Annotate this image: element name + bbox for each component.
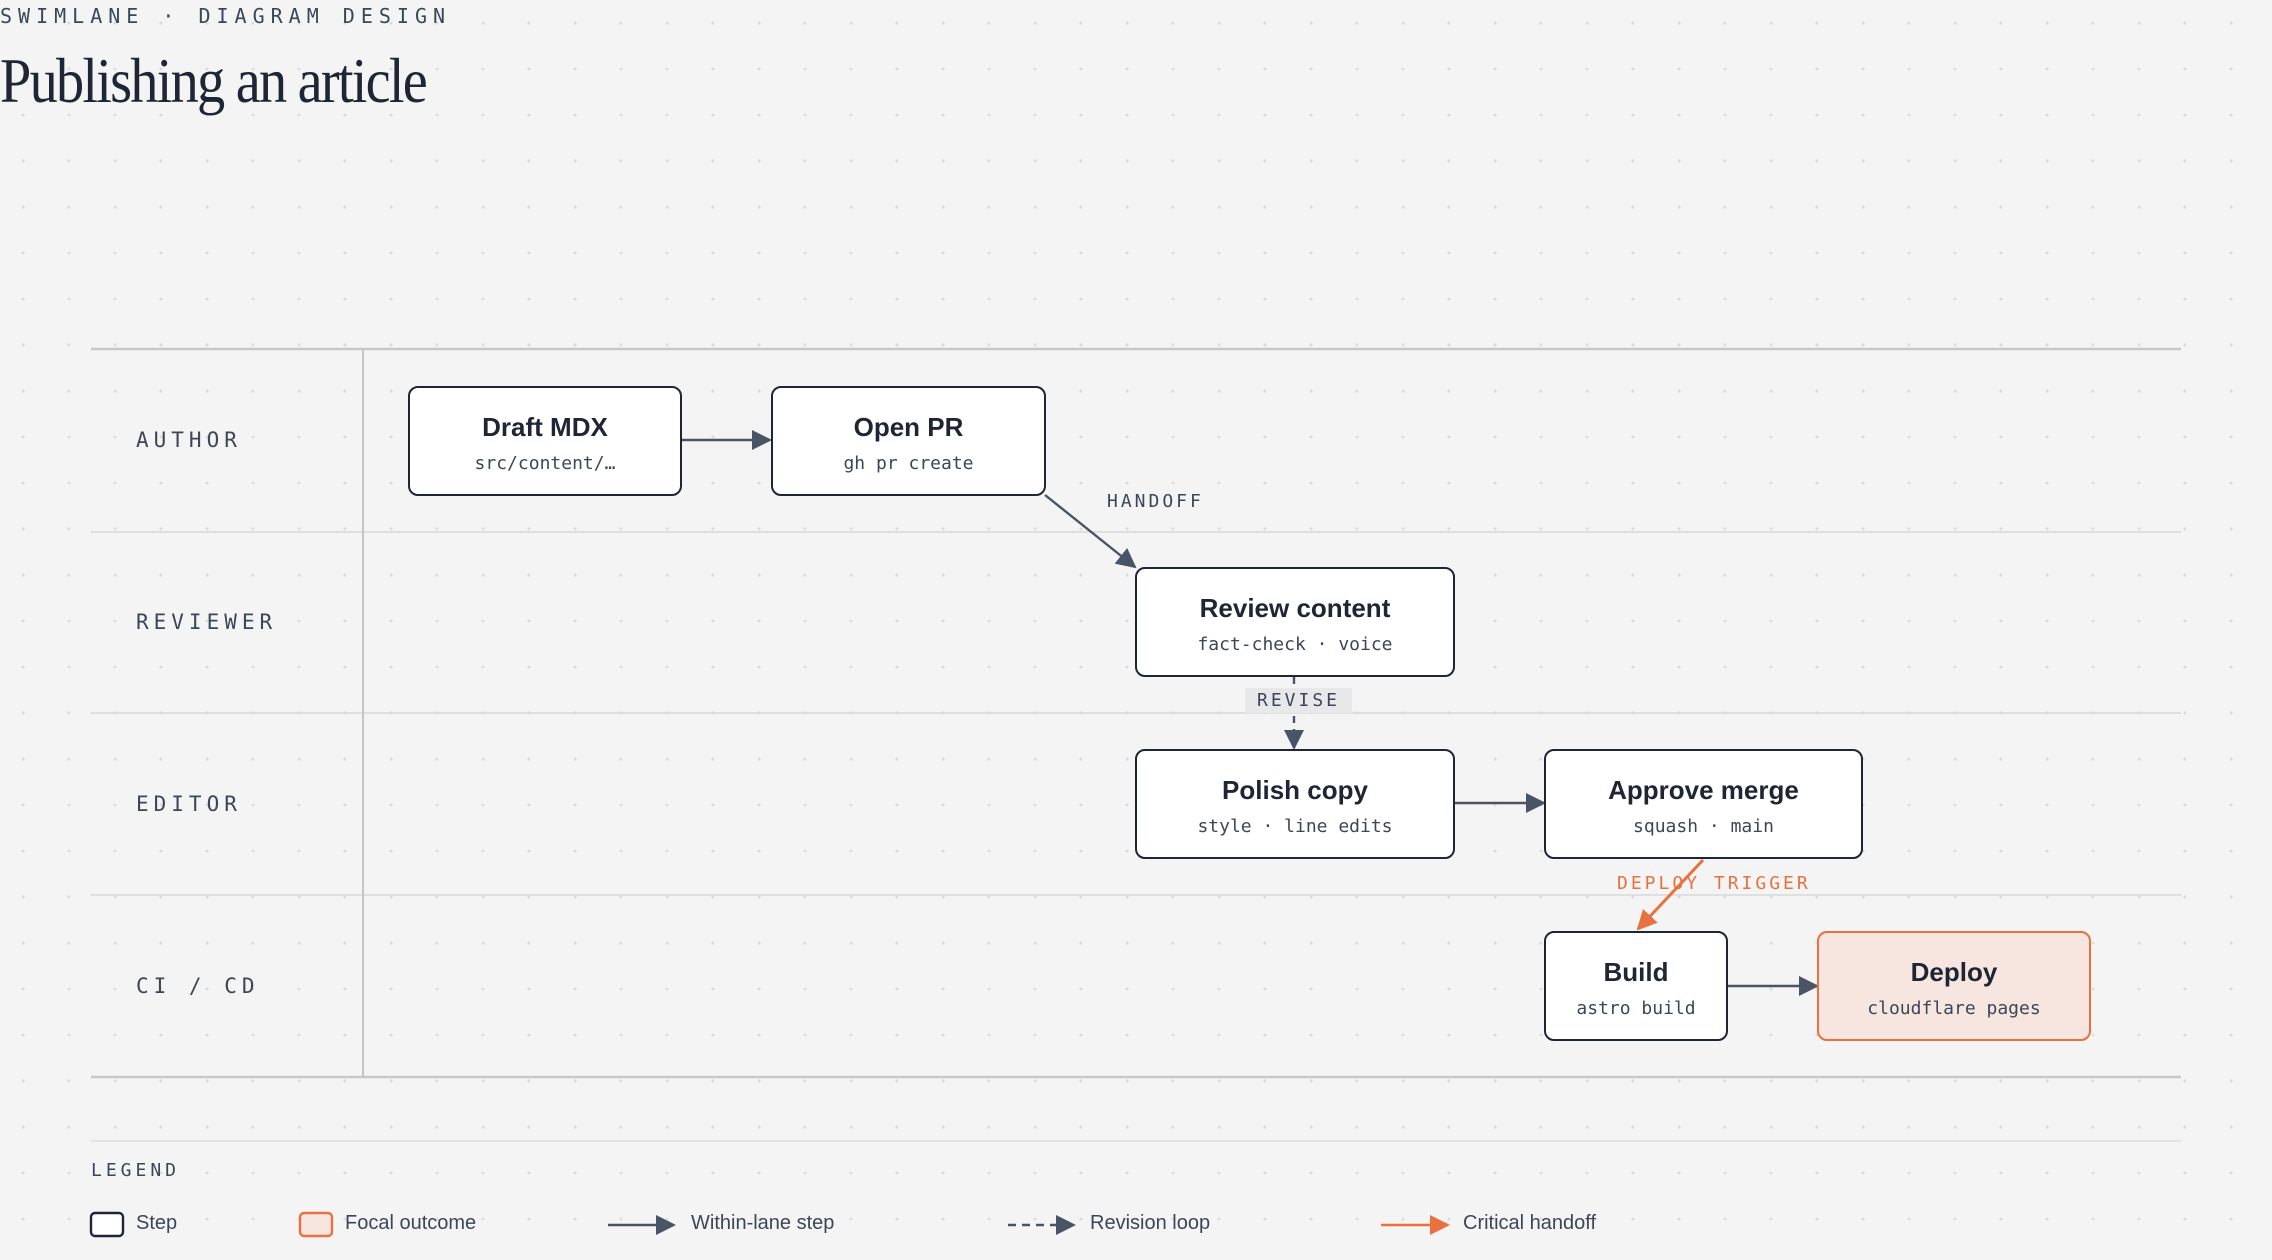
node-deploy[interactable]: Deploy cloudflare pages xyxy=(1817,931,2091,1041)
node-subtitle: squash · main xyxy=(1633,816,1774,837)
node-polish-copy[interactable]: Polish copy style · line edits xyxy=(1135,749,1455,859)
node-subtitle: style · line edits xyxy=(1197,816,1393,837)
lane-label-reviewer: REVIEWER xyxy=(136,610,278,634)
node-subtitle: fact-check · voice xyxy=(1197,634,1393,655)
node-build[interactable]: Build astro build xyxy=(1544,931,1728,1041)
legend-step-swatch xyxy=(89,1211,125,1238)
node-review-content[interactable]: Review content fact-check · voice xyxy=(1135,567,1455,677)
diagram-eyebrow: SWIMLANE · DIAGRAM DESIGN xyxy=(0,4,452,28)
node-subtitle: astro build xyxy=(1576,998,1696,1019)
lane-label-editor: EDITOR xyxy=(136,792,242,816)
edge-handoff xyxy=(1044,494,1137,569)
node-title: Build xyxy=(1603,957,1669,987)
node-title: Approve merge xyxy=(1608,775,1799,805)
node-title: Deploy xyxy=(1910,957,1998,987)
node-open-pr[interactable]: Open PR gh pr create xyxy=(771,386,1046,496)
node-subtitle: src/content/… xyxy=(474,453,616,474)
legend-title: LEGEND xyxy=(91,1160,181,1181)
edge-label-deploy-trigger: DEPLOY TRIGGER xyxy=(1617,873,1811,894)
legend-step-label: Step xyxy=(136,1212,178,1234)
node-draft-mdx[interactable]: Draft MDX src/content/… xyxy=(408,386,682,496)
edge-label-handoff: HANDOFF xyxy=(1107,491,1204,512)
node-title: Review content xyxy=(1199,593,1391,623)
legend-critical-label: Critical handoff xyxy=(1463,1212,1597,1234)
diagram-title: Publishing an article xyxy=(0,45,428,116)
edge-deploy-trigger xyxy=(1636,858,1705,931)
node-title: Draft MDX xyxy=(482,412,608,442)
lane-label-author: AUTHOR xyxy=(136,428,242,452)
node-subtitle: gh pr create xyxy=(843,453,974,474)
edge-label-revise: REVISE xyxy=(1245,688,1353,713)
node-approve-merge[interactable]: Approve merge squash · main xyxy=(1544,749,1863,859)
legend-within-label: Within-lane step xyxy=(691,1212,835,1234)
node-title: Open PR xyxy=(853,412,964,442)
node-subtitle: cloudflare pages xyxy=(1867,998,2041,1019)
node-title: Polish copy xyxy=(1222,775,1368,805)
legend-revision-label: Revision loop xyxy=(1090,1212,1211,1234)
lane-label-cicd: CI / CD xyxy=(136,974,260,998)
legend-focal-label: Focal outcome xyxy=(345,1212,477,1234)
legend-focal-swatch xyxy=(298,1211,334,1238)
